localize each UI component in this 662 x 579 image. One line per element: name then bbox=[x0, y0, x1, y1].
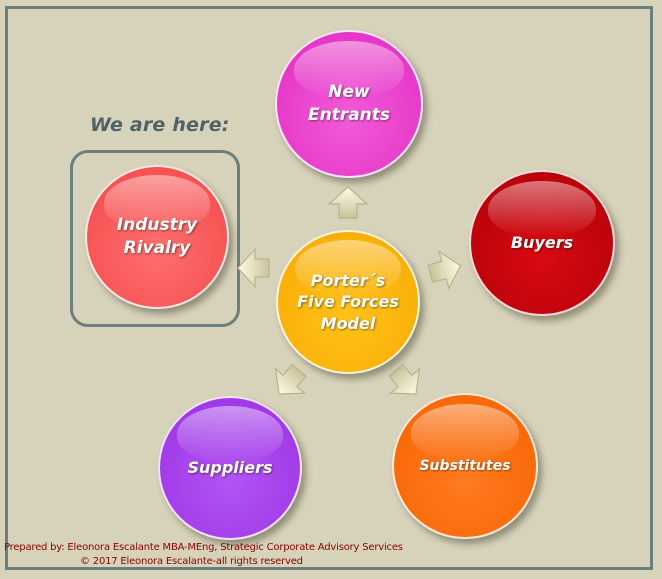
substitutes-circle: Substitutes bbox=[392, 393, 538, 539]
we-are-here-label: We are here: bbox=[90, 114, 230, 136]
center-circle: Porter´s Five Forces Model bbox=[276, 230, 420, 374]
new-entrants-circle: New Entrants bbox=[275, 30, 423, 178]
diagram-frame bbox=[5, 6, 653, 570]
highlight-box bbox=[70, 150, 240, 327]
arrow-down-left-icon bbox=[274, 363, 307, 395]
copyright-text: © 2017 Eleonora Escalante-all rights res… bbox=[80, 556, 303, 567]
prepared-by-text: Prepared by: Eleonora Escalante MBA-MEng… bbox=[4, 542, 403, 553]
arrow-up-icon bbox=[327, 186, 369, 219]
arrow-down-right-icon bbox=[388, 363, 421, 395]
suppliers-label: Suppliers bbox=[187, 458, 273, 478]
new-entrants-label: New Entrants bbox=[307, 82, 391, 125]
arrow-right-icon bbox=[427, 250, 462, 291]
buyers-circle: Buyers bbox=[469, 170, 615, 316]
arrow-left-icon bbox=[237, 247, 270, 289]
industry-rivalry-circle: Industry Rivalry bbox=[85, 165, 229, 309]
suppliers-circle: Suppliers bbox=[158, 396, 302, 540]
substitutes-label: Substitutes bbox=[419, 457, 511, 474]
buyers-label: Buyers bbox=[510, 233, 574, 253]
industry-rivalry-label: Industry Rivalry bbox=[116, 215, 198, 258]
center-label: Porter´s Five Forces Model bbox=[297, 270, 399, 333]
